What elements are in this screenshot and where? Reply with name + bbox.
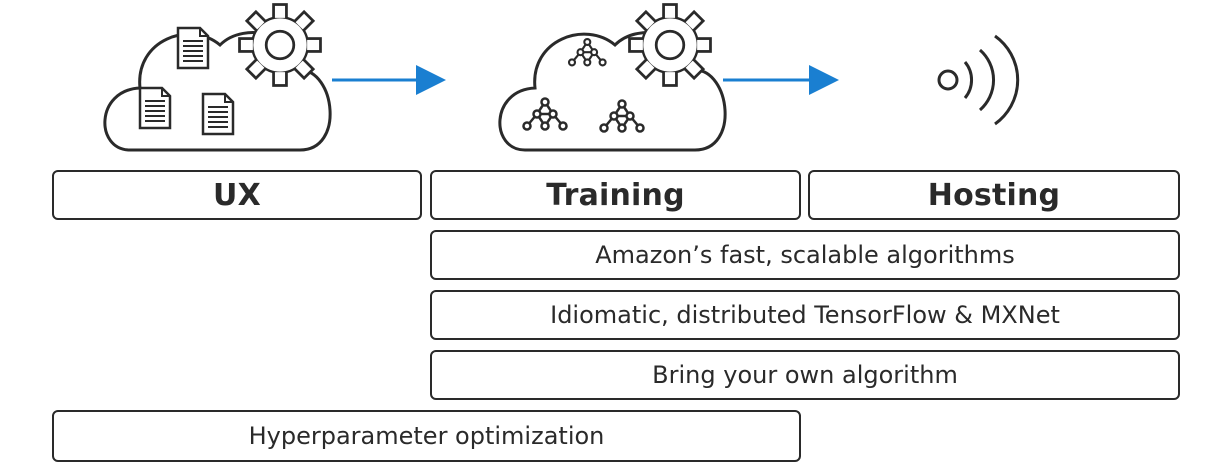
- training-header: Training: [430, 170, 801, 220]
- icon-illustrations: [103, 3, 1020, 152]
- ux-header: UX: [52, 170, 422, 220]
- training-cloud-icon: [498, 3, 727, 152]
- feature-hyperparameter-optimization: Hyperparameter optimization: [52, 410, 801, 462]
- feature-bring-your-own: Bring your own algorithm: [430, 350, 1180, 400]
- broadcast-signal-icon: [937, 34, 1020, 126]
- feature-algorithms: Amazon’s fast, scalable algorithms: [430, 230, 1180, 280]
- ux-cloud-icon: [103, 3, 332, 152]
- hosting-header: Hosting: [808, 170, 1180, 220]
- feature-frameworks: Idiomatic, distributed TensorFlow & MXNe…: [430, 290, 1180, 340]
